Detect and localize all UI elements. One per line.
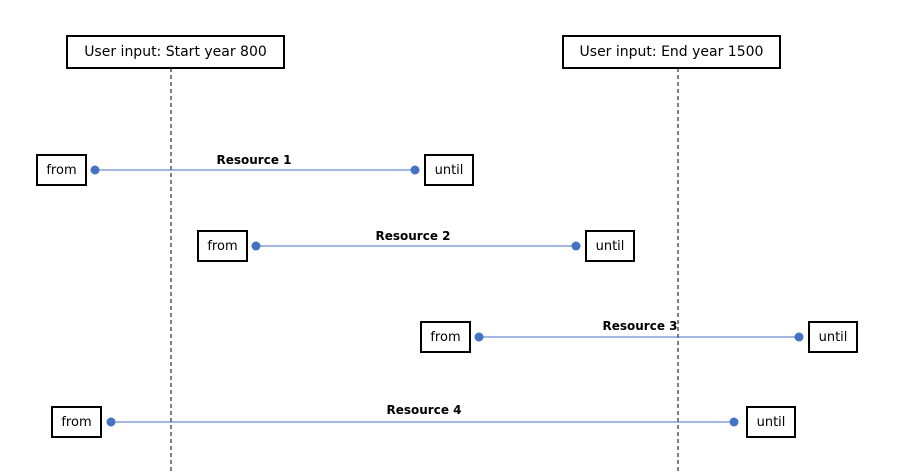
resource-3-from-box: from (420, 321, 471, 353)
resource-1-until-box: until (424, 154, 474, 186)
resource-2-until-dot (571, 241, 581, 251)
resource-1-from-box: from (36, 154, 87, 186)
end-year-box: User input: End year 1500 (562, 35, 781, 69)
resource-1-until-dot (410, 165, 420, 175)
resource-3-from-dot (474, 332, 484, 342)
resource-4-until-dot (729, 417, 739, 427)
start-year-box: User input: Start year 800 (66, 35, 285, 69)
resource-3-until-box: until (808, 321, 858, 353)
resource-1-from-dot (90, 165, 100, 175)
resource-4-label: Resource 4 (386, 403, 462, 417)
resource-4-until-box: until (746, 406, 796, 438)
resource-2-from-box: from (197, 230, 248, 262)
resource-4-from-box: from (51, 406, 102, 438)
resource-1-label: Resource 1 (216, 153, 292, 167)
resource-3-label: Resource 3 (602, 319, 678, 333)
resource-3-until-dot (794, 332, 804, 342)
resource-2-label: Resource 2 (375, 229, 451, 243)
resource-4-from-dot (106, 417, 116, 427)
resource-2-from-dot (251, 241, 261, 251)
resource-2-until-box: until (585, 230, 635, 262)
